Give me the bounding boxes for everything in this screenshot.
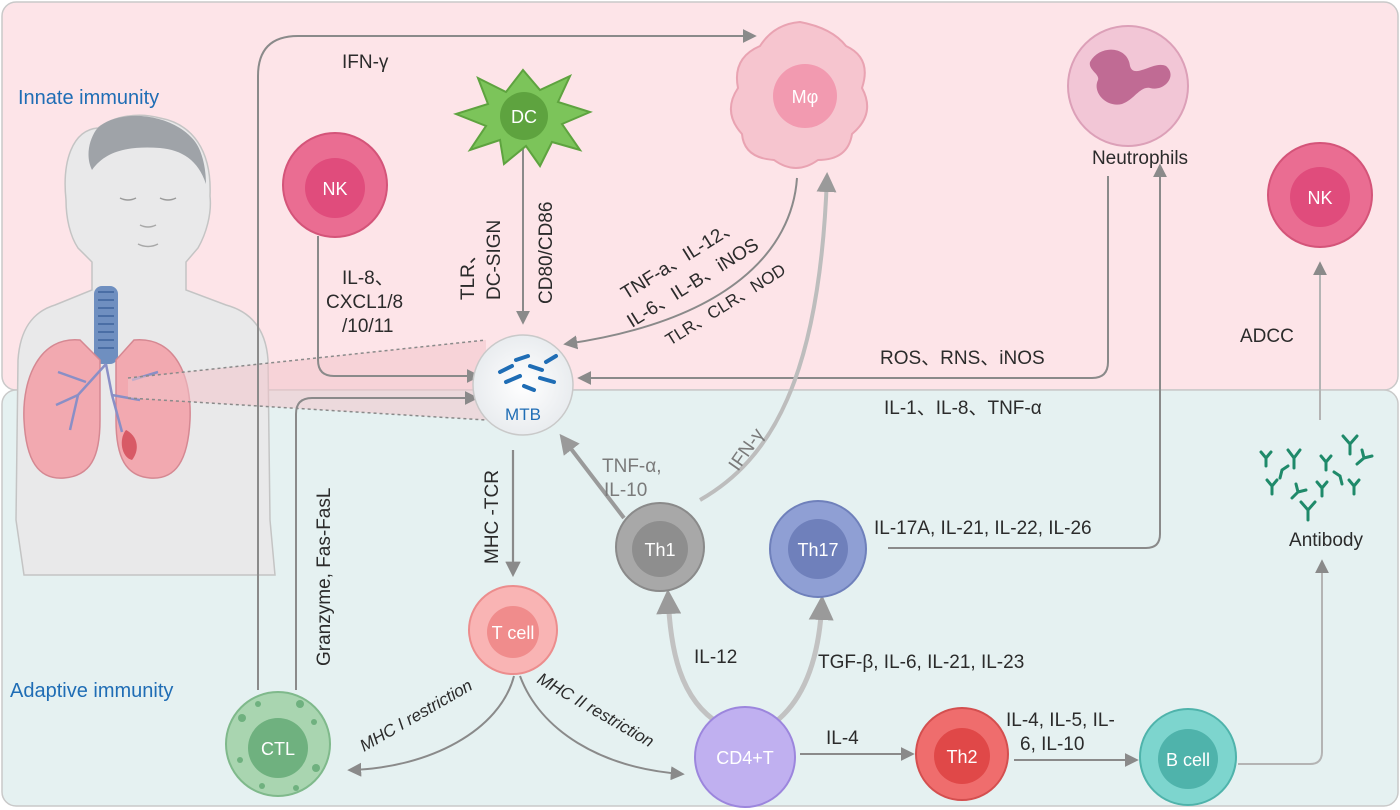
th17-cytokines-label: IL-17A, IL-21, IL-22, IL-26 (874, 518, 1092, 539)
neutrophil-cell (1067, 25, 1189, 147)
arrow-nk-to-mtb (317, 236, 481, 383)
arrow-th1-to-mphi (699, 172, 837, 502)
ctl-cell: CTL (225, 691, 331, 797)
dc-receptors-line1: TLR、 (458, 245, 479, 300)
innate-title: Innate immunity (18, 87, 159, 109)
antibody-cluster (1259, 434, 1374, 522)
il4-label: IL-4 (826, 728, 859, 749)
th17-cell: Th17 (769, 500, 867, 598)
dc-label: DC (511, 107, 537, 127)
neutrophil-products-label: ROS、RNS、iNOS (880, 348, 1045, 369)
ctl-effectors-label: Granzyme, Fas-FasL (314, 488, 335, 666)
nk-cell-adcc: NK (1267, 142, 1373, 248)
arrow-mphi-to-mtb (563, 177, 798, 350)
arrow-bcell-to-antibody (1238, 559, 1329, 765)
th2-cell: Th2 (915, 707, 1009, 801)
mtb-label: MTB (505, 405, 541, 424)
zoom-line-top (127, 339, 487, 379)
cd4t-cell: CD4+T (694, 706, 796, 808)
nk-cytokines-line1: IL-8、 (342, 268, 394, 289)
th1-cytokines-line1: TNF-α, (602, 456, 662, 477)
bcell-label: B cell (1166, 750, 1210, 770)
dc-cell: DC (453, 68, 593, 168)
arrow-th17-to-neut (888, 163, 1167, 549)
human-figure (15, 114, 276, 576)
nk-cell-innate: NK (282, 132, 388, 238)
th17-induction-label: TGF-β, IL-6, IL-21, IL-23 (818, 652, 1024, 673)
th17-label: Th17 (797, 540, 838, 560)
arrow-tcell-to-cd4 (519, 675, 685, 781)
th1-cytokines-line2: IL-10 (604, 480, 647, 501)
ifn-gamma-top-label: IFN-γ (342, 52, 389, 73)
arrow-cd4-to-th1 (656, 589, 722, 727)
neutrophils-label: Neutrophils (1092, 148, 1188, 169)
arrow-neut-to-mtb (577, 176, 1109, 385)
macrophage-label: Mφ (792, 87, 819, 107)
zoom-cone (128, 340, 486, 420)
th2-cytokines-line2: 6, IL-10 (1020, 734, 1084, 755)
arrow-cd4-to-th17 (768, 595, 834, 729)
mhc-tcr-label: MHC -TCR (482, 470, 503, 564)
arrow-ctl-to-mtb (295, 391, 479, 690)
nk-cytokines-line3: /10/11 (342, 316, 393, 337)
th1-cell: Th1 (615, 502, 705, 592)
arrow-ctl-ifn-to-mphi (257, 29, 757, 690)
nk-innate-label: NK (322, 179, 347, 199)
dc-receptors-line2: DC-SIGN (484, 220, 505, 300)
ctl-label: CTL (261, 739, 295, 759)
t-cell: T cell (468, 585, 558, 675)
antibody-label: Antibody (1289, 530, 1363, 551)
nk-cytokines-line2: CXCL1/8 (326, 292, 403, 313)
th2-cytokines-line1: IL-4, IL-5, IL- (1006, 710, 1115, 731)
b-cell: B cell (1139, 708, 1237, 806)
adaptive-title: Adaptive immunity (10, 680, 173, 702)
nk-adcc-label: NK (1307, 188, 1332, 208)
th2-label: Th2 (946, 747, 977, 767)
arrow-th1-to-mtb (559, 433, 626, 520)
mtb-cell: MTB (472, 334, 574, 436)
th1-label: Th1 (644, 540, 675, 560)
arrow-tcell-to-ctl (347, 675, 515, 777)
tcell-label: T cell (492, 623, 535, 643)
il12-label: IL-12 (694, 647, 737, 668)
dc-costim-label: CD80/CD86 (536, 202, 557, 304)
adcc-label: ADCC (1240, 326, 1294, 347)
macrophage-cell: Mφ (730, 20, 869, 169)
cd4t-label: CD4+T (716, 748, 774, 768)
neutrophil-cytokines-label: IL-1、IL-8、TNF-α (884, 398, 1042, 419)
adaptive-region (1, 389, 1399, 807)
